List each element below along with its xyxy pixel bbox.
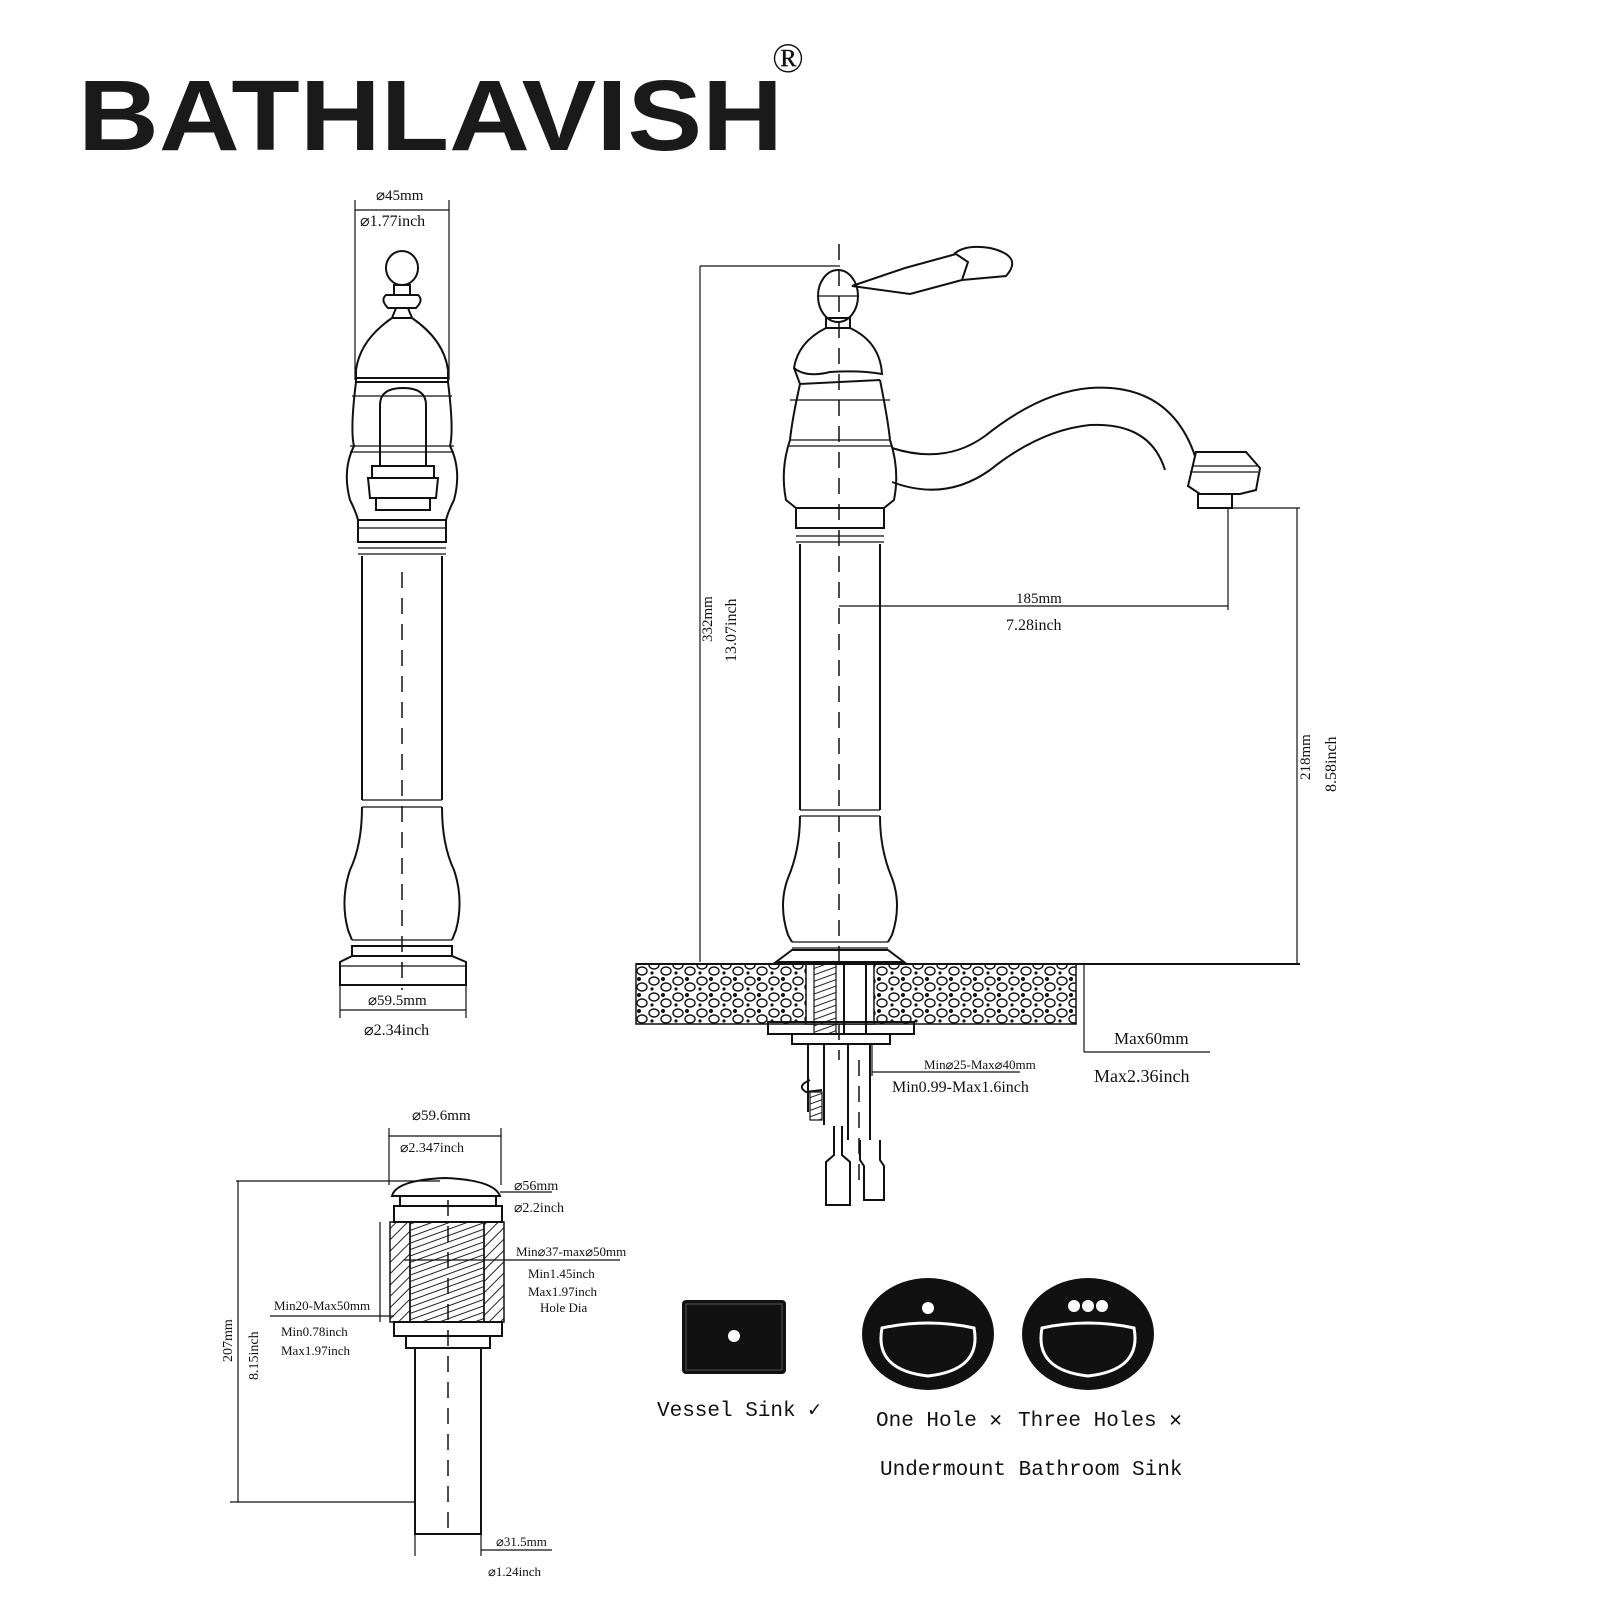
- drain-hole-min-in: Min1.45inch: [528, 1266, 595, 1281]
- side-height-in: 13.07inch: [723, 598, 740, 662]
- hole-dia-in: Min0.99-Max1.6inch: [892, 1079, 1029, 1096]
- side-spout-height-mm: 218mm: [1298, 734, 1314, 780]
- drain-pipe-dia-in: ⌀1.24inch: [488, 1564, 541, 1579]
- pop-up-drain: [230, 1128, 620, 1556]
- drain-hole-max-in: Max1.97inch: [528, 1284, 597, 1299]
- side-reach-mm: 185mm: [1016, 591, 1062, 607]
- drain-hole-label: Hole Dia: [540, 1300, 588, 1315]
- drain-cap-dia-in: ⌀2.347inch: [400, 1141, 464, 1156]
- drain-thickness-min-in: Min0.78inch: [281, 1324, 348, 1339]
- front-top-dia-mm: ⌀45mm: [376, 188, 424, 204]
- drain-height-mm: 207mm: [221, 1319, 236, 1362]
- brand-logo: BATHLAVISH: [78, 60, 783, 172]
- drain-cap-dia-mm: ⌀59.6mm: [412, 1108, 471, 1124]
- drain-height-in: 8.15inch: [247, 1331, 262, 1380]
- drain-pipe-dia-mm: ⌀31.5mm: [496, 1534, 547, 1549]
- drain-thickness-max-in: Max1.97inch: [281, 1343, 350, 1358]
- one-hole-sink-icon: [862, 1278, 994, 1390]
- one-hole-label: One Hole ✕: [876, 1410, 1002, 1433]
- front-base-dia-in: ⌀2.34inch: [364, 1022, 429, 1039]
- drain-flange-dia-mm: ⌀56mm: [514, 1179, 558, 1194]
- three-holes-label: Three Holes ✕: [1018, 1410, 1182, 1433]
- side-height-mm: 332mm: [700, 596, 716, 642]
- vessel-sink-icon: [682, 1300, 786, 1374]
- three-holes-sink-icon: [1022, 1278, 1154, 1390]
- undermount-sink-label: Undermount Bathroom Sink: [880, 1459, 1182, 1482]
- vessel-sink-label: Vessel Sink ✓: [657, 1400, 821, 1423]
- faucet-side-view: [635, 244, 1300, 1206]
- deck-thickness-in: Max2.36inch: [1094, 1066, 1189, 1086]
- hole-dia-mm: Min⌀25-Max⌀40mm: [924, 1057, 1036, 1072]
- side-spout-height-in: 8.58inch: [1323, 736, 1340, 792]
- front-top-dia-in: ⌀1.77inch: [360, 213, 425, 230]
- deck-thickness-mm: Max60mm: [1114, 1029, 1189, 1048]
- front-base-dia-mm: ⌀59.5mm: [368, 993, 427, 1009]
- side-reach-in: 7.28inch: [1006, 617, 1062, 634]
- drain-thickness-mm: Min20-Max50mm: [274, 1298, 370, 1313]
- registered-mark: ®: [772, 36, 804, 82]
- drain-hole-mm: Min⌀37-max⌀50mm: [516, 1244, 626, 1259]
- drain-flange-dia-in: ⌀2.2inch: [514, 1201, 564, 1216]
- faucet-front-view: [339, 200, 467, 1018]
